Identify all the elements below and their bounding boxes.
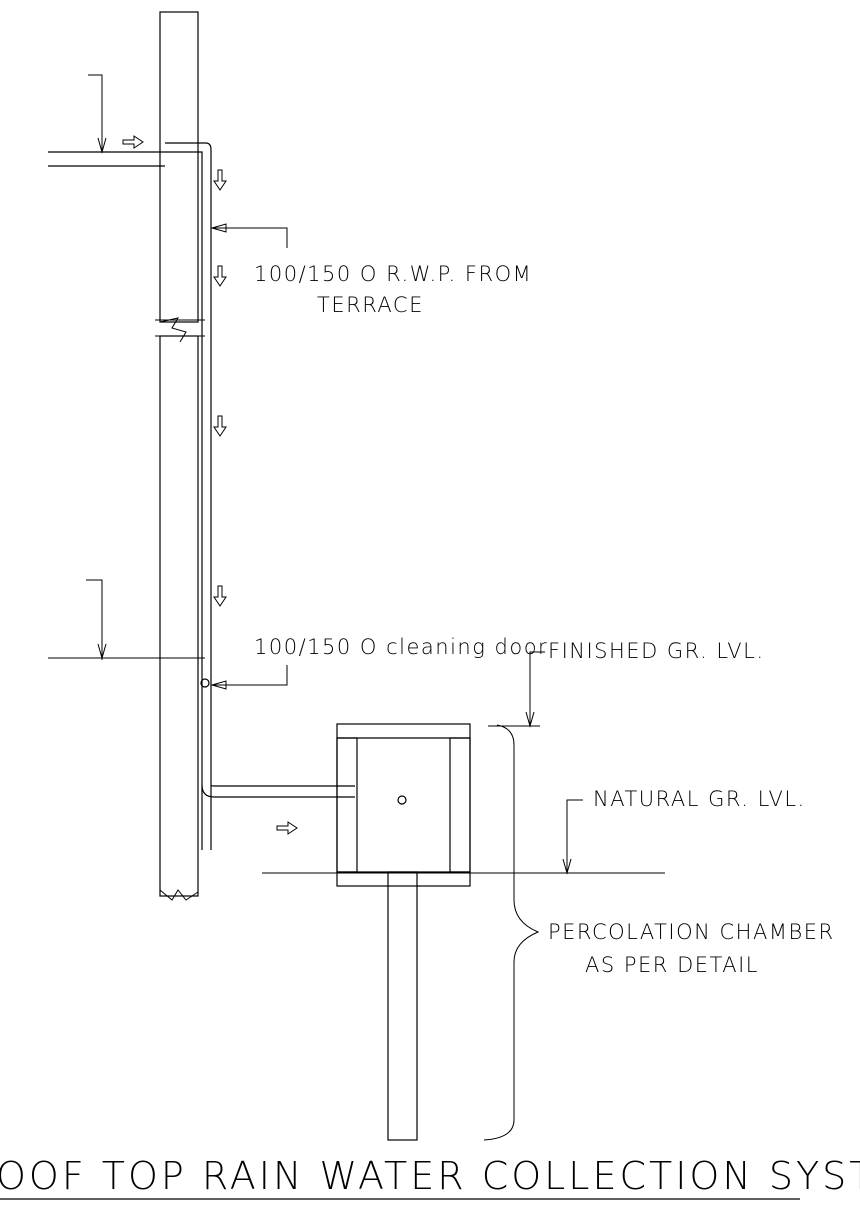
arrow-down-icon <box>213 265 227 287</box>
chamber-wall-right <box>449 737 471 873</box>
wall-lower-segment <box>159 335 199 897</box>
roof-slab <box>48 151 165 167</box>
wall-column <box>155 11 205 901</box>
break-symbol <box>159 317 187 343</box>
percolation-bore-fill <box>387 871 418 1141</box>
cleaning-door-marker <box>200 678 210 688</box>
rain-water-pipe <box>165 142 355 850</box>
drawing-title: OOF TOP RAIN WATER COLLECTION SYSTEM <box>0 1154 860 1198</box>
percolation-chamber-label: PERCOLATION CHAMBER <box>548 920 835 944</box>
chamber-inlet-marker <box>397 795 407 805</box>
rwp-label-line1: 100/150 O R.W.P. FROM <box>254 262 532 286</box>
cleaning-door-label: 100/150 O cleaning door <box>254 635 548 659</box>
chamber-wall-left <box>336 737 358 873</box>
level-markers-left <box>48 74 205 660</box>
label-leaders <box>210 223 288 690</box>
percolation-chamber <box>336 723 471 1141</box>
percolation-detail-label: AS PER DETAIL <box>585 953 759 977</box>
arrow-right-icon <box>276 821 298 835</box>
percolation-chamber-brace <box>483 724 540 1141</box>
rwp-label-line2: TERRACE <box>317 293 424 317</box>
wall-upper-segment <box>159 11 199 323</box>
break-symbol-bottom <box>159 889 199 901</box>
level-markers-right <box>262 651 665 1141</box>
finished-ground-level-label: FINISHED GR. LVL. <box>548 639 765 663</box>
natural-ground-level-label: NATURAL GR. LVL. <box>593 787 806 811</box>
flow-arrows <box>122 135 298 835</box>
arrow-down-icon <box>213 169 227 191</box>
arrow-right-icon <box>122 135 144 149</box>
arrow-down-icon <box>213 585 227 607</box>
arrow-down-icon <box>213 415 227 437</box>
